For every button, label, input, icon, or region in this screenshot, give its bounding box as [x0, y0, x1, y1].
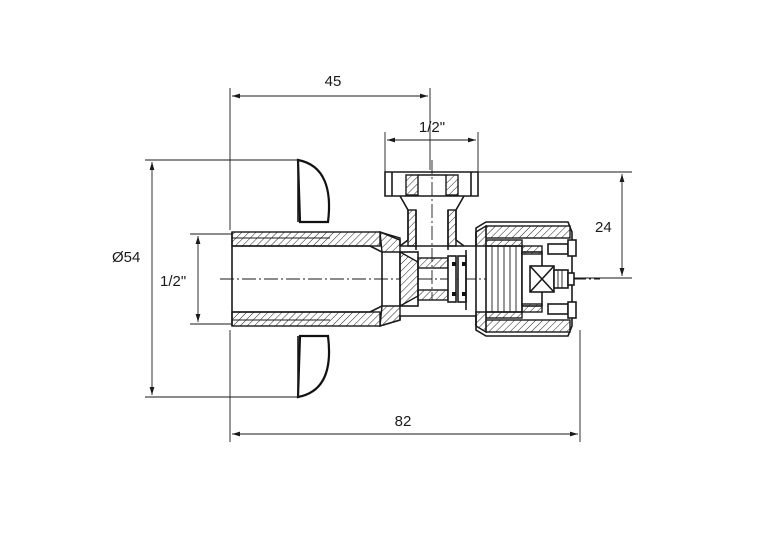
- dimension-label-24: 24: [595, 219, 612, 236]
- dimension-outlet-thread: 1/2": [384, 119, 479, 172]
- inlet-pipe-section: [231, 231, 401, 327]
- dimension-label-diameter: Ø54: [112, 249, 140, 266]
- dimension-top-length: 45: [229, 73, 431, 230]
- dimension-label-inlet-thread: 1/2": [160, 273, 186, 290]
- dimension-label-outlet-thread: 1/2": [419, 119, 445, 136]
- spindle-housing: [475, 221, 577, 337]
- dimension-inlet-thread: 1/2": [160, 233, 232, 325]
- dimension-label-45: 45: [325, 73, 342, 90]
- dimension-total-length: 82: [229, 330, 581, 442]
- dimension-label-82: 82: [395, 413, 412, 430]
- outlet-fitting: [384, 171, 479, 250]
- dimension-outlet-height: 24: [478, 171, 632, 279]
- dimension-flange-diameter: Ø54: [112, 159, 300, 398]
- escutcheon-flange: [296, 158, 331, 399]
